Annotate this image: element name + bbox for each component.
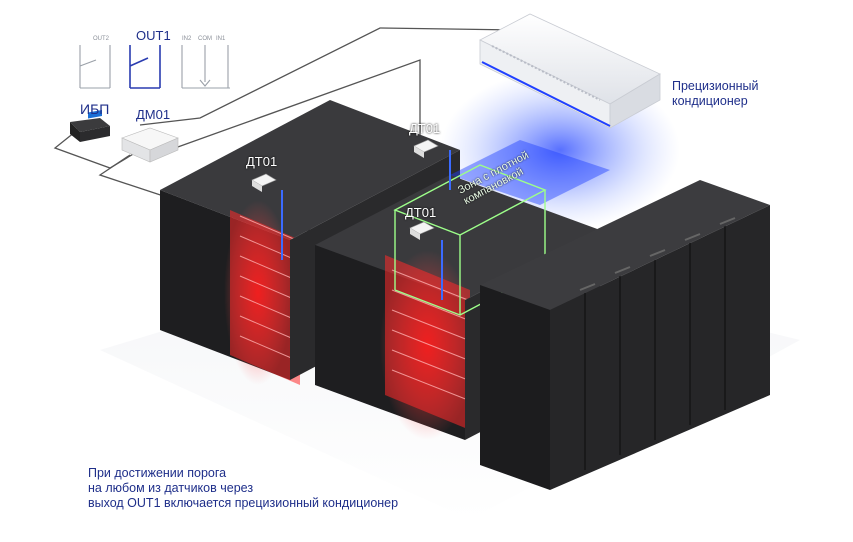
relay-out1-label: OUT1 — [136, 28, 171, 43]
air-conditioner-label-line2: кондиционер — [672, 94, 748, 108]
relay-out2-label: OUT2 — [93, 36, 110, 42]
air-conditioner-label: Прецизионный кондиционер — [672, 79, 758, 109]
caption: При достижении порога на любом из датчик… — [88, 466, 398, 511]
relay-com-label: COM — [198, 36, 212, 42]
caption-line2: на любом из датчиков через — [88, 481, 254, 495]
air-conditioner — [479, 13, 661, 129]
rack-row-right — [480, 180, 770, 490]
air-conditioner-label-line1: Прецизионный — [672, 79, 759, 93]
caption-line1: При достижении порога — [88, 466, 227, 480]
relay-in1-label: IN1 — [216, 36, 226, 42]
relay-out2 — [79, 45, 111, 89]
relay-out1 — [129, 45, 161, 89]
sensor-dt-left-icon — [251, 173, 283, 260]
dm01-label: ДМ01 — [136, 107, 171, 122]
relay-panel — [79, 45, 230, 89]
ups-label: ИБП — [80, 101, 110, 117]
relay-in2-label: IN2 — [182, 36, 192, 42]
dense-zone-box — [393, 164, 547, 316]
cold-aisle-top — [450, 140, 610, 205]
caption-line3: выход OUT1 включается прецизионный конди… — [88, 496, 399, 510]
ups-device — [70, 110, 110, 142]
relay-in — [181, 45, 230, 89]
sensor-dt-top-icon — [413, 139, 451, 190]
dm01-device — [121, 127, 179, 163]
sensor-dt-mid-icon — [409, 221, 443, 300]
sensor-middle-label: ДТ01 — [405, 205, 437, 220]
sensor-top-label: ДТ01 — [409, 121, 441, 136]
sensor-left-label: ДТ01 — [246, 154, 278, 169]
